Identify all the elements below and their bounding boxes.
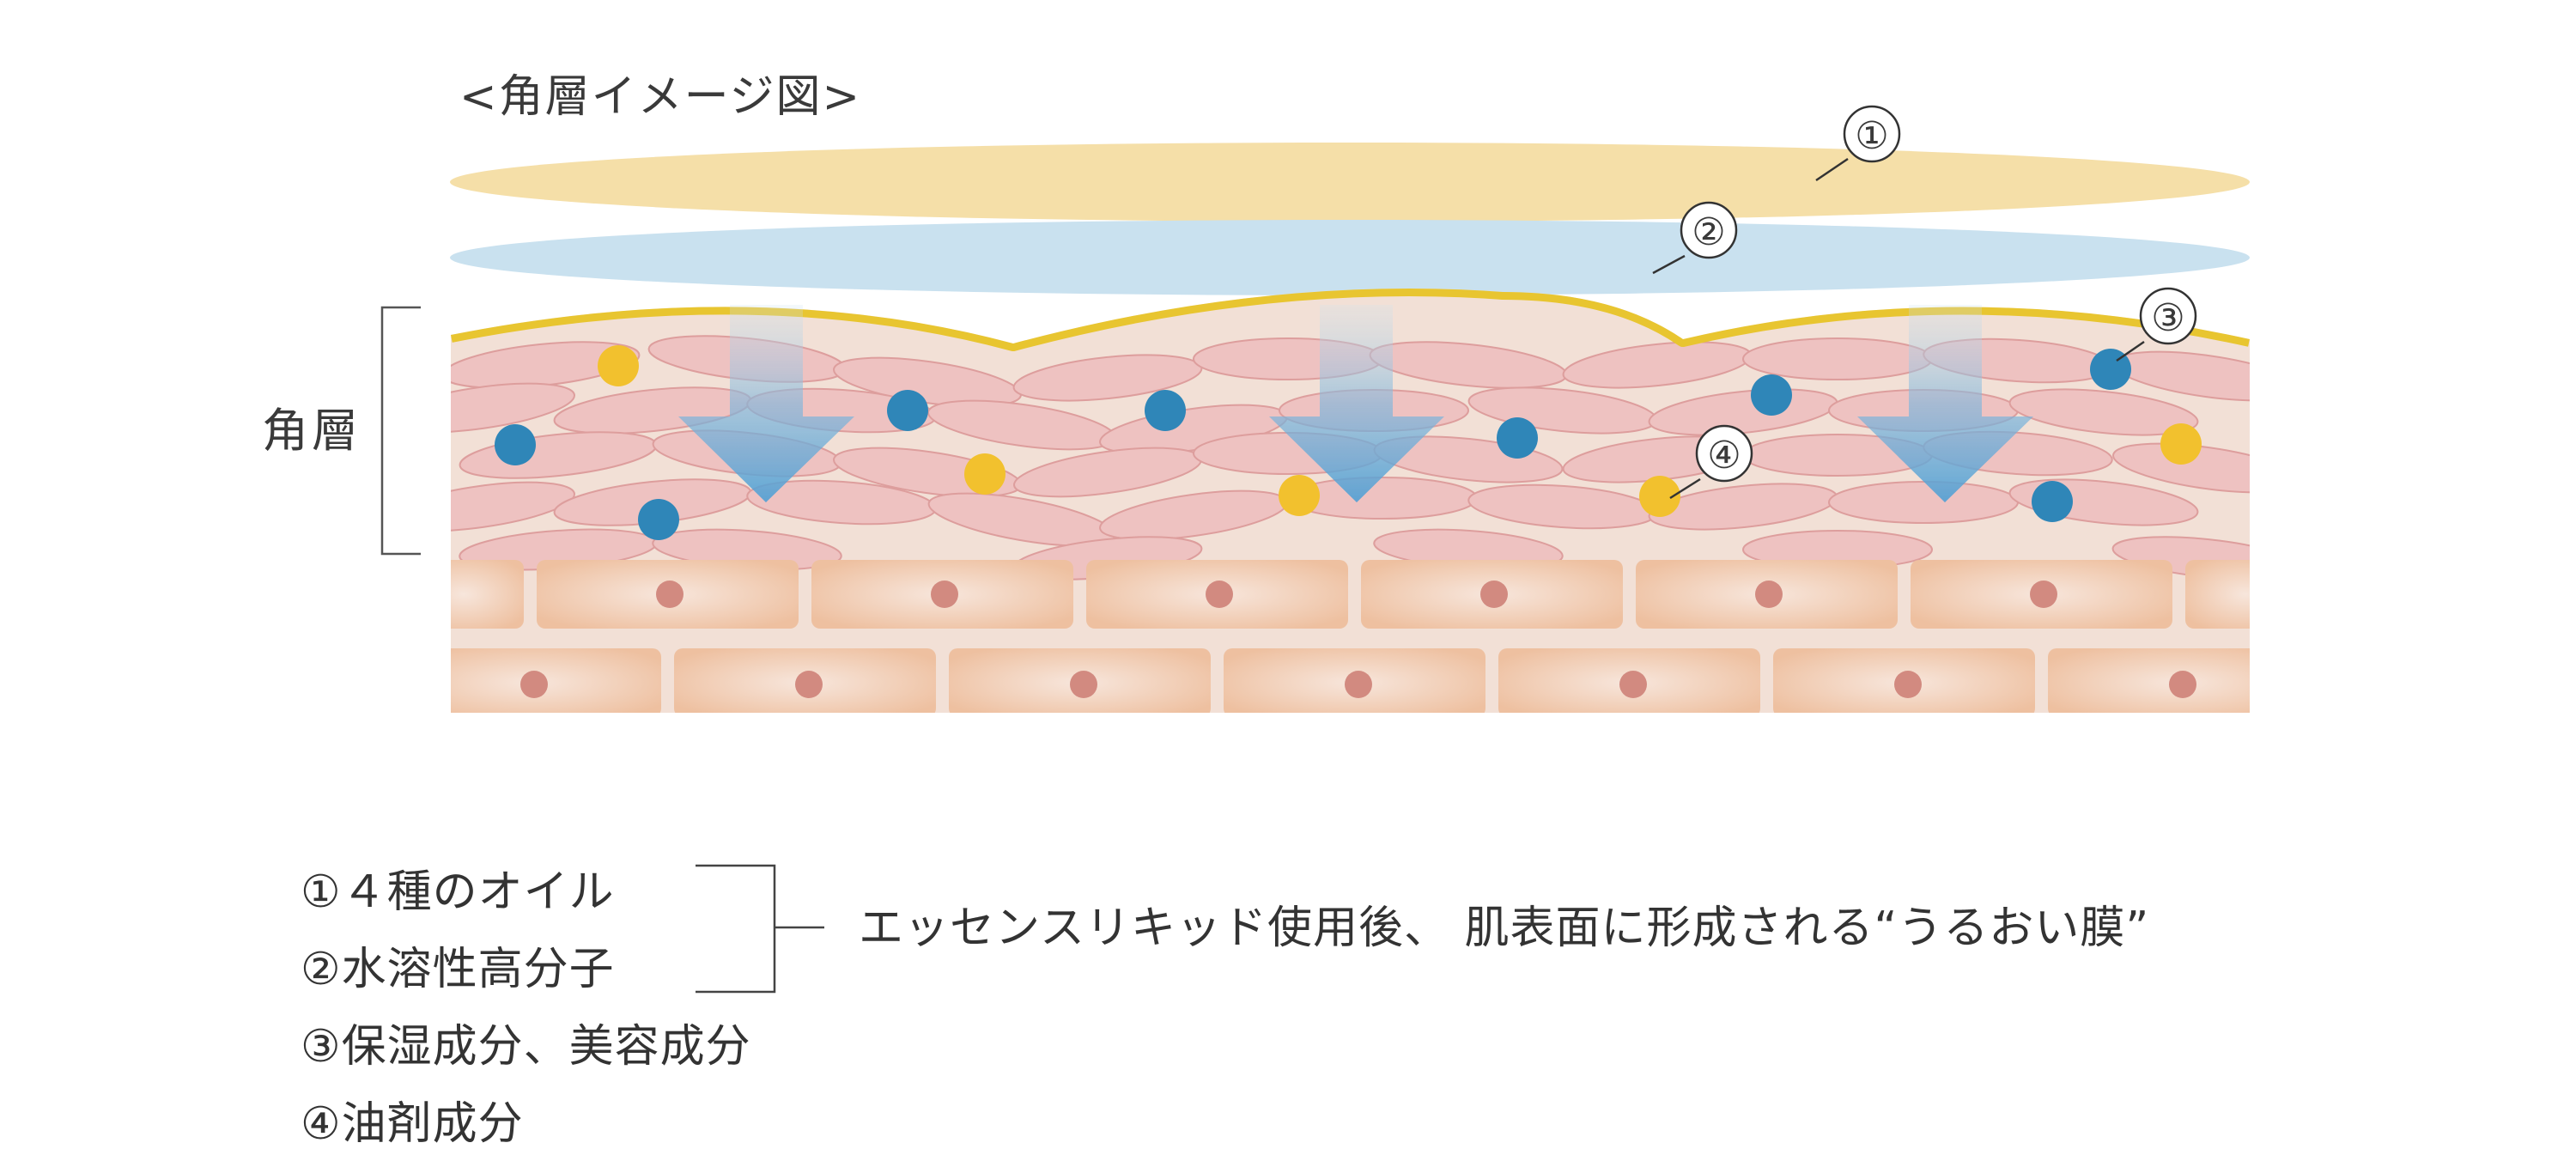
penetration-arrows (678, 305, 2033, 502)
legend-item-moisturizer: ③保湿成分、美容成分 (301, 1021, 751, 1073)
legend-item-oils: ①４種のオイル (301, 866, 615, 918)
cell-nuclei (520, 581, 2196, 698)
callout-oil-layer: ① (1815, 105, 1901, 182)
arrow-down-icon (1269, 305, 1444, 502)
stratum-bracket (380, 306, 421, 556)
polymer-layer (450, 220, 2250, 295)
callout-polymer-layer: ② (1652, 201, 1738, 275)
svg-text:②: ② (1692, 210, 1725, 254)
legend-item-polymer: ②水溶性高分子 (301, 944, 615, 995)
diagram-title: <角層イメージ図> (459, 71, 861, 123)
legend-item-oil-agent: ④油剤成分 (301, 1098, 524, 1150)
legend-bracket (696, 864, 824, 994)
svg-text:④: ④ (1707, 434, 1741, 477)
oil-agent-dots (598, 345, 2202, 517)
arrow-down-icon (1857, 305, 2033, 502)
svg-text:①: ① (1855, 114, 1888, 158)
arrow-down-icon (678, 305, 854, 502)
svg-text:③: ③ (2151, 296, 2184, 340)
moisturizer-dots (495, 349, 2131, 540)
stratum-label: 角層 (262, 404, 361, 458)
callout-moisturizer: ③ (2116, 287, 2197, 362)
legend-bracket-text: エッセンスリキッド使用後、 肌表面に形成される“うるおい膜” (859, 903, 2150, 954)
callout-oil-agent: ④ (1669, 424, 1753, 500)
oil-layer (450, 143, 2250, 222)
